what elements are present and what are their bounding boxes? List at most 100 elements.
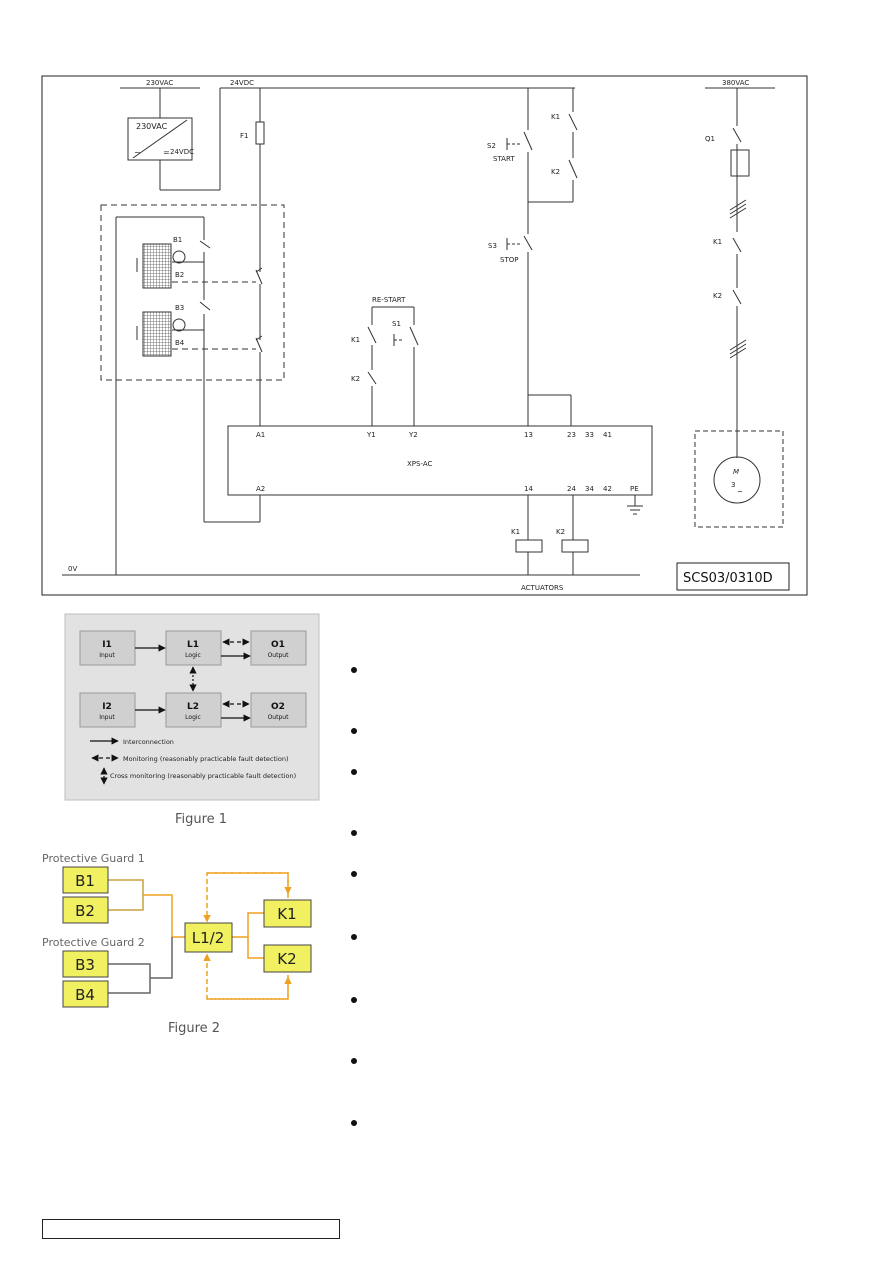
legend-cross: Cross monitoring (reasonably practicable…: [110, 772, 296, 780]
bullet-6: [351, 934, 357, 940]
bullet-7: [351, 997, 357, 1003]
box-l1: [165, 630, 222, 666]
label-b3: B3: [175, 304, 184, 312]
bullet-9: [351, 1120, 357, 1126]
label-s1: S1: [392, 320, 401, 328]
figure-2: Protective Guard 1 Protective Guard 2 B1…: [42, 852, 312, 1036]
fig2-b3-label: B3: [75, 956, 95, 974]
label-start: START: [493, 155, 515, 163]
bullet-list: [345, 0, 365, 1263]
sensor-b3-symbol: [172, 318, 186, 332]
terminal-13: 13: [524, 431, 533, 439]
label-k2-restart: K2: [351, 375, 360, 383]
label-psu-in: 230VAC: [136, 122, 168, 131]
circuit-schematic: 230VAC 24VDC 380VAC 230VAC ~ = 24VDC F1 …: [41, 75, 808, 596]
fig2-box-k2: [263, 944, 312, 973]
label-coil-k1: K1: [511, 528, 520, 536]
fig2-b1-label: B1: [75, 872, 95, 890]
o1-sub: Output: [268, 652, 289, 659]
label-coil-k2: K2: [556, 528, 565, 536]
q1-breaker: [730, 149, 750, 177]
terminal-y2: Y2: [408, 431, 418, 439]
terminal-34: 34: [585, 485, 594, 493]
guard-2-label: Protective Guard 2: [42, 936, 145, 949]
fig2-l12-label: L1/2: [192, 929, 225, 947]
label-b4: B4: [175, 339, 185, 347]
label-b2: B2: [175, 271, 184, 279]
fuse-f1: [255, 121, 265, 145]
label-230vac-top: 230VAC: [146, 79, 173, 87]
terminal-y1: Y1: [366, 431, 376, 439]
reference-code: SCS03/0310D: [683, 571, 773, 586]
fig2-box-l12: [184, 922, 233, 953]
guard-enclosure: [100, 204, 285, 381]
figure-1-caption: Figure 1: [175, 812, 227, 827]
coil-k1: [515, 539, 543, 553]
terminal-pe: PE: [630, 485, 639, 493]
module-label: XPS-AC: [407, 460, 432, 468]
label-k2-motor: K2: [713, 292, 722, 300]
label-24vdc: 24VDC: [230, 79, 254, 87]
motor-3-label: 3: [731, 481, 735, 489]
label-restart: RE-START: [372, 296, 406, 304]
o2-name: O2: [271, 702, 285, 712]
box-i2: [79, 692, 136, 728]
bullet-8: [351, 1058, 357, 1064]
motor-tilde-label: ~: [737, 488, 743, 496]
label-k1-restart: K1: [351, 336, 360, 344]
legend-interconnection: Interconnection: [123, 738, 174, 746]
box-i1: [79, 630, 136, 666]
o2-sub: Output: [268, 714, 289, 721]
fig2-box-b1: [62, 866, 109, 894]
fig2-box-b2: [62, 896, 109, 924]
label-psu-out: 24VDC: [170, 148, 194, 156]
figure-2-caption: Figure 2: [168, 1021, 220, 1036]
reference-box: [676, 562, 790, 591]
guard-1-grid: [142, 243, 172, 289]
label-b1: B1: [173, 236, 182, 244]
terminal-23: 23: [567, 431, 576, 439]
l2-name: L2: [187, 702, 199, 712]
label-psu-dc: =: [163, 148, 170, 157]
fig2-k2-label: K2: [277, 950, 296, 968]
box-o2: [250, 692, 307, 728]
terminal-14: 14: [524, 485, 533, 493]
terminal-a2: A2: [256, 485, 265, 493]
figure-1: I1 Input L1 Logic O1 Output I2 Input L2 …: [64, 613, 320, 827]
box-l2: [165, 692, 222, 728]
legend-monitoring: Monitoring (reasonably practicable fault…: [123, 755, 289, 763]
guard-1-label: Protective Guard 1: [42, 852, 145, 865]
l2-sub: Logic: [185, 714, 201, 721]
label-psu-ac: ~: [134, 148, 141, 157]
fig2-box-b4: [62, 980, 109, 1008]
label-k1-motor: K1: [713, 238, 722, 246]
label-380vac: 380VAC: [722, 79, 749, 87]
l1-name: L1: [187, 640, 199, 650]
label-actuators: ACTUATORS: [521, 584, 564, 592]
label-s2: S2: [487, 142, 496, 150]
sensor-b1-symbol: [172, 250, 186, 264]
i2-name: I2: [102, 702, 112, 712]
label-stop: STOP: [500, 256, 518, 264]
terminal-24: 24: [567, 485, 576, 493]
label-q1: Q1: [705, 135, 715, 143]
i2-sub: Input: [99, 714, 115, 721]
motor-enclosure: [694, 430, 784, 528]
label-s3: S3: [488, 242, 497, 250]
o1-name: O1: [271, 640, 285, 650]
label-f1: F1: [240, 132, 248, 140]
label-k1-chain: K1: [551, 113, 560, 121]
i1-sub: Input: [99, 652, 115, 659]
schematic-frame: [41, 75, 808, 596]
terminal-42: 42: [603, 485, 612, 493]
fig2-k1-label: K1: [277, 905, 296, 923]
motor-symbol: [713, 456, 761, 504]
bullet-1: [351, 667, 357, 673]
fig2-box-b3: [62, 950, 109, 978]
terminal-a1: A1: [256, 431, 265, 439]
terminal-33: 33: [585, 431, 594, 439]
fig2-box-k1: [263, 899, 312, 928]
label-k2-chain: K2: [551, 168, 560, 176]
xps-ac-module: [227, 425, 653, 496]
bullet-3: [351, 769, 357, 775]
